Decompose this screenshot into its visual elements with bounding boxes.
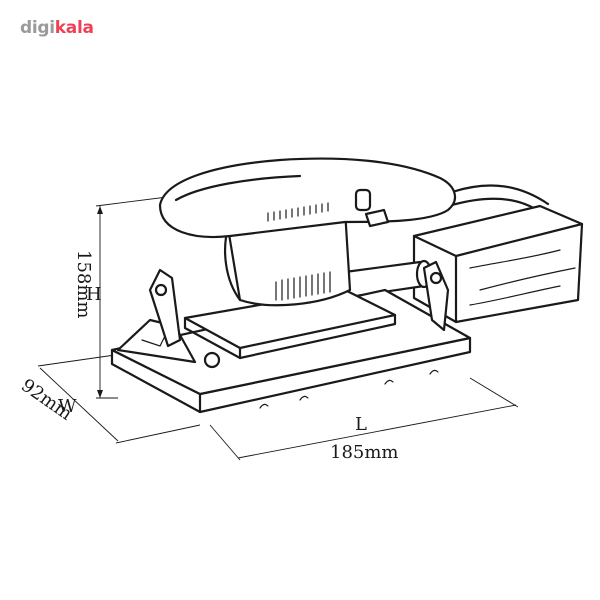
length-value: 185mm: [330, 442, 399, 463]
height-arrow-bottom: [97, 390, 103, 398]
motor-body: [224, 208, 352, 307]
width-dimension-line: [39, 367, 119, 442]
length-letter: L: [355, 414, 367, 435]
handle: [158, 157, 457, 239]
logo-text-digi: digi: [20, 18, 55, 38]
digikala-logo: digikala: [20, 18, 94, 38]
length-extension-right: [469, 377, 519, 408]
trigger-lock: [364, 208, 390, 228]
width-extension-front: [115, 424, 201, 444]
logo-text-kala: kala: [54, 18, 94, 38]
width-extension-back: [37, 354, 116, 367]
clamp-levers: [148, 260, 450, 369]
height-value: 158mm: [73, 250, 94, 319]
length-dimension-line: [237, 404, 517, 459]
dust-bag: [412, 204, 584, 324]
motor-vents: [275, 271, 331, 301]
power-switch: [354, 188, 372, 212]
height-arrow-top: [97, 206, 103, 214]
length-extension-left: [209, 424, 241, 461]
handle-vents: [267, 202, 329, 222]
height-letter: H: [86, 284, 102, 305]
width-letter: W: [58, 396, 77, 417]
